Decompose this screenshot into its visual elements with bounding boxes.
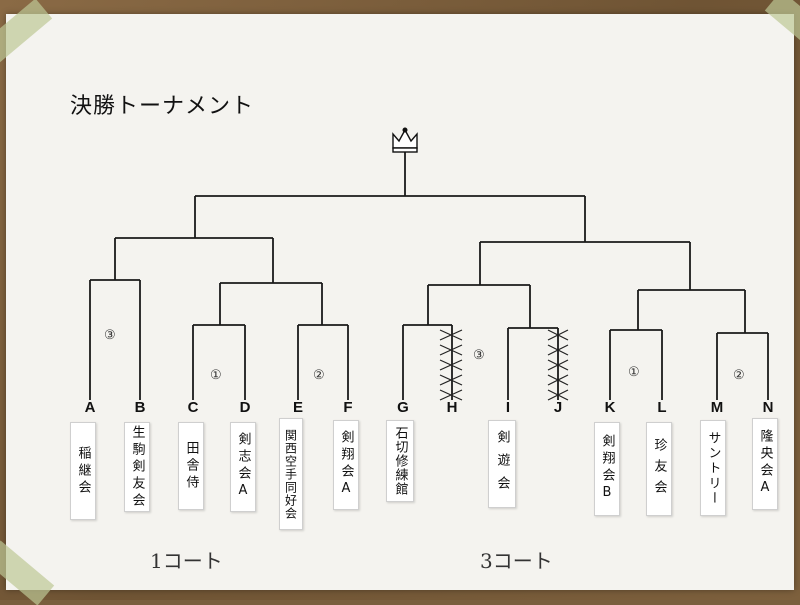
team-letter-c: C xyxy=(187,399,199,416)
team-name-card: 剣翔会B xyxy=(594,422,620,516)
team-letter-h: H xyxy=(446,399,458,416)
team-name-card: 稲継会 xyxy=(70,422,96,520)
team-letter-f: F xyxy=(343,399,353,416)
team-letter-k: K xyxy=(604,399,616,416)
match-number: ① xyxy=(628,365,640,380)
team-letter-a: A xyxy=(84,399,96,416)
match-number: ③ xyxy=(104,328,116,343)
team-letter-d: D xyxy=(239,399,251,416)
court-label-left: 1コート xyxy=(150,549,223,573)
team-name-card: サントリー xyxy=(700,420,726,516)
team-letter-e: E xyxy=(292,399,303,416)
team-name-card: 剣翔会A xyxy=(333,420,359,510)
poster-title: 決勝トーナメント xyxy=(70,94,255,119)
team-name-card: 田舎侍 xyxy=(178,422,204,510)
team-letter-i: I xyxy=(505,399,511,416)
team-letter-n: N xyxy=(762,399,774,416)
team-name-card: 関西空手同好会 xyxy=(279,418,303,530)
crown-icon xyxy=(392,127,418,153)
scribble-marks xyxy=(439,329,569,401)
team-letter-m: M xyxy=(710,399,724,416)
match-number: ③ xyxy=(473,348,485,363)
team-name-card: 珍友会 xyxy=(646,422,672,516)
team-name-card: 剣志会A xyxy=(230,422,256,512)
team-letter-j: J xyxy=(553,399,563,416)
team-letter-l: L xyxy=(657,399,667,416)
team-name-card: 剣遊会 xyxy=(488,420,516,508)
match-number: ① xyxy=(210,368,222,383)
court-label-right: 3コート xyxy=(480,549,553,573)
team-letter-g: G xyxy=(397,399,409,416)
team-letter-b: B xyxy=(134,399,146,416)
team-name-card: 石切修練館 xyxy=(386,420,414,502)
team-name-card: 生駒剣友会 xyxy=(124,422,150,512)
team-name-card: 隆央会A xyxy=(752,418,778,510)
match-number: ② xyxy=(733,368,745,383)
match-number: ② xyxy=(313,368,325,383)
